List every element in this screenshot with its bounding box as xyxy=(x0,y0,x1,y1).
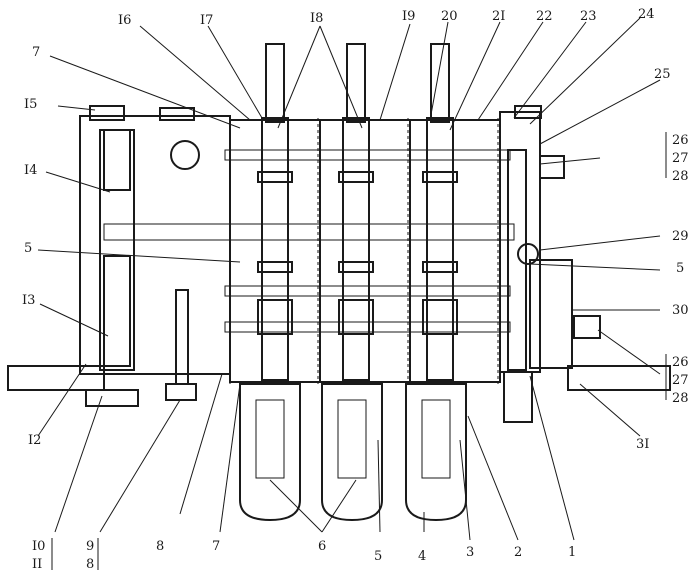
callout-19: I9 xyxy=(402,9,415,24)
callout-30: 30 xyxy=(672,303,689,318)
callout-5-left: 5 xyxy=(24,241,32,256)
callout-7-bottom: 7 xyxy=(212,539,220,554)
bottom-caps xyxy=(239,383,467,522)
callout-26-bottom: 26 xyxy=(672,355,689,370)
callout-29: 29 xyxy=(672,229,689,244)
callout-18: I8 xyxy=(310,11,323,26)
leader-lines xyxy=(37,17,667,570)
callout-31: 3I xyxy=(636,437,649,452)
callout-7-top: 7 xyxy=(32,45,40,60)
callout-10: I0 xyxy=(32,539,45,554)
side-bolts xyxy=(503,155,601,423)
callout-5-right: 5 xyxy=(676,261,684,276)
callout-27-bottom: 27 xyxy=(672,373,689,388)
right-end-cover xyxy=(499,111,573,373)
callout-23: 23 xyxy=(580,9,597,24)
callout-28-top: 28 xyxy=(672,169,689,184)
callout-17: I7 xyxy=(200,13,213,28)
top-nuts xyxy=(89,105,542,121)
callout-5-bottom: 5 xyxy=(374,549,382,564)
spool-3 xyxy=(422,43,458,381)
callout-15: I5 xyxy=(24,97,37,112)
callout-9: 9 xyxy=(86,539,94,554)
left-end-cover xyxy=(79,115,231,375)
callout-8: 8 xyxy=(156,539,164,554)
callout-2: 2 xyxy=(514,545,522,560)
spool-2 xyxy=(338,43,374,381)
callout-24: 24 xyxy=(638,7,655,22)
callout-28-bottom: 28 xyxy=(672,391,689,406)
callout-21: 2I xyxy=(492,9,505,24)
valve-body-sections xyxy=(229,118,501,384)
relief-valve xyxy=(85,129,197,407)
callout-6: 6 xyxy=(318,539,326,554)
callout-labels: I6 I7 I8 I9 20 2I 22 23 24 25 7 I5 I4 5 … xyxy=(22,7,689,572)
callout-14: I4 xyxy=(24,163,37,178)
callout-16: I6 xyxy=(118,13,131,28)
callout-1: 1 xyxy=(568,545,576,560)
callout-20: 20 xyxy=(441,9,458,24)
spool-1 xyxy=(257,43,293,381)
callout-27-top: 27 xyxy=(672,151,689,166)
callout-22: 22 xyxy=(536,9,553,24)
callout-4: 4 xyxy=(418,549,426,564)
callout-25: 25 xyxy=(654,67,671,82)
callout-13: I3 xyxy=(22,293,35,308)
callout-3: 3 xyxy=(466,545,474,560)
oil-passages xyxy=(103,149,515,333)
callout-11: II xyxy=(32,557,42,572)
callout-8-pair: 8 xyxy=(86,557,94,572)
base-flange xyxy=(7,365,671,391)
callout-26-top: 26 xyxy=(672,133,689,148)
callout-12: I2 xyxy=(28,433,41,448)
